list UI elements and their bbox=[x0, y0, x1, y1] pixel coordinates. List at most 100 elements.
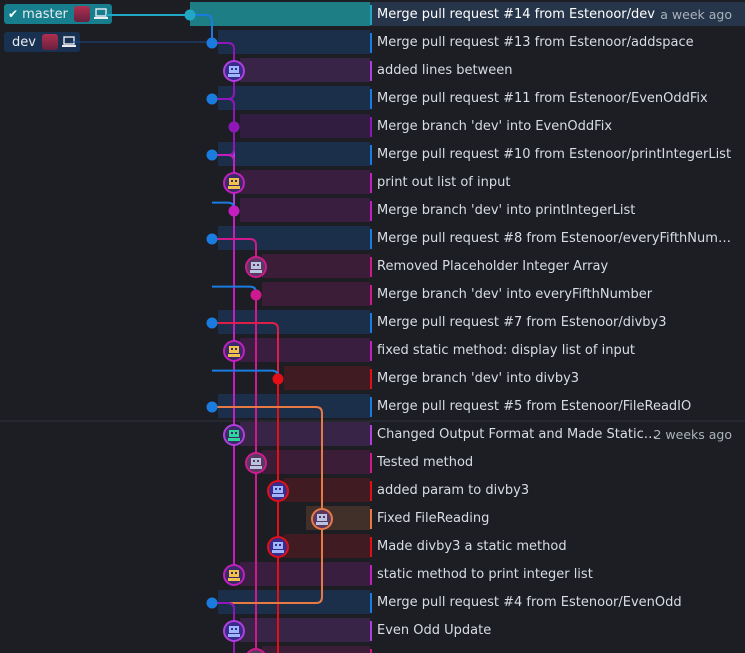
commit-message[interactable]: static method to print integer list bbox=[377, 567, 593, 582]
robot-body-icon bbox=[316, 522, 328, 525]
robot-body-icon bbox=[228, 74, 240, 77]
commit-message[interactable]: added lines between bbox=[377, 63, 513, 78]
commit-message[interactable]: Merge branch 'dev' into divby3 bbox=[377, 371, 580, 386]
commit-avatar-node bbox=[267, 536, 289, 558]
robot-eye-icon bbox=[231, 628, 233, 630]
robot-eye-icon bbox=[257, 264, 259, 266]
row-highlight-strip bbox=[240, 562, 370, 586]
row-accent-bar bbox=[370, 369, 372, 389]
row-accent-bar bbox=[370, 285, 372, 305]
robot-eye-icon bbox=[231, 432, 233, 434]
row-highlight-strip bbox=[262, 646, 370, 653]
addspace-branch-line bbox=[212, 42, 235, 71]
commit-avatar-node bbox=[223, 620, 245, 642]
robot-eye-icon bbox=[323, 516, 325, 518]
merge-node bbox=[206, 401, 218, 413]
row-accent-bar bbox=[370, 33, 372, 53]
row-highlight-strip bbox=[240, 198, 370, 222]
commit-date: 2 weeks ago bbox=[653, 427, 733, 442]
commit-avatar-node bbox=[223, 564, 245, 586]
robot-eye-icon bbox=[253, 460, 255, 462]
row-accent-bar bbox=[370, 173, 372, 193]
commit-message[interactable]: Merge pull request #4 from Estenoor/Even… bbox=[377, 595, 682, 610]
evenodd-branch-line bbox=[212, 602, 235, 631]
branch-label-column: ✔master dev bbox=[0, 0, 178, 653]
commit-message[interactable]: fixed static method: display list of inp… bbox=[377, 343, 636, 358]
robot-eye-icon bbox=[235, 180, 237, 182]
row-accent-bar bbox=[370, 229, 372, 249]
commit-message[interactable]: Tested method bbox=[377, 455, 474, 470]
commit-message[interactable]: Merge pull request #11 from Estenoor/Eve… bbox=[377, 91, 708, 106]
merge-node bbox=[206, 149, 218, 161]
robot-eye-icon bbox=[235, 432, 237, 434]
robot-body-icon bbox=[228, 438, 240, 441]
printintegerlist-branch-line bbox=[212, 154, 235, 183]
merge-node bbox=[184, 9, 196, 21]
robot-head-icon bbox=[317, 514, 327, 521]
robot-body-icon bbox=[272, 494, 284, 497]
robot-head-icon bbox=[273, 542, 283, 549]
divby3-branch-line bbox=[212, 322, 279, 379]
commit-message[interactable]: Merge branch 'dev' into EvenOddFix bbox=[377, 119, 613, 134]
commit-message[interactable]: Merge branch 'dev' into everyFifthNumber bbox=[377, 287, 653, 302]
commit-message[interactable]: Merge pull request #14 from Estenoor/dev bbox=[377, 7, 655, 22]
row-accent-bar bbox=[370, 621, 372, 641]
branch-name: dev bbox=[12, 34, 36, 50]
robot-head-icon bbox=[229, 66, 239, 73]
row-accent-bar bbox=[370, 61, 372, 81]
robot-eye-icon bbox=[235, 572, 237, 574]
row-accent-bar bbox=[370, 89, 372, 109]
branch-pill-master[interactable]: ✔master bbox=[4, 4, 112, 24]
merge-node bbox=[228, 205, 240, 217]
selected-row-background bbox=[370, 2, 745, 26]
commit-message[interactable]: Merge pull request #5 from Estenoor/File… bbox=[377, 399, 692, 414]
row-highlight-strip bbox=[218, 30, 370, 54]
commit-message[interactable] bbox=[377, 645, 737, 653]
commit-message[interactable]: Removed Placeholder Integer Array bbox=[377, 259, 609, 274]
robot-eye-icon bbox=[257, 460, 259, 462]
branch-name: master bbox=[22, 6, 68, 22]
commit-message[interactable]: added param to divby3 bbox=[377, 483, 530, 498]
commit-message[interactable]: print out list of input bbox=[377, 175, 511, 190]
row-accent-bar bbox=[370, 117, 372, 137]
row-accent-bar bbox=[370, 649, 372, 653]
commit-message[interactable]: Changed Output Format and Made Static Me… bbox=[377, 427, 657, 442]
row-highlight-strip bbox=[218, 142, 370, 166]
branch-label-row-master: ✔master bbox=[0, 0, 178, 28]
robot-head-icon bbox=[229, 626, 239, 633]
commit-message[interactable]: Merge pull request #13 from Estenoor/add… bbox=[377, 35, 694, 50]
commit-avatar-node bbox=[223, 60, 245, 82]
row-highlight-strip bbox=[190, 2, 370, 26]
merge-node bbox=[206, 37, 218, 49]
commit-avatar-node bbox=[311, 508, 333, 530]
commit-message[interactable]: Merge pull request #7 from Estenoor/divb… bbox=[377, 315, 667, 330]
commit-message[interactable]: Made divby3 a static method bbox=[377, 539, 567, 554]
commit-message[interactable]: Fixed FileReading bbox=[377, 511, 490, 526]
checkmark-icon: ✔ bbox=[8, 7, 19, 21]
commit-message[interactable]: Merge pull request #8 from Estenoor/ever… bbox=[377, 231, 737, 246]
commit-avatar-node bbox=[245, 256, 267, 278]
row-accent-bar bbox=[370, 593, 372, 613]
branch-pill-dev[interactable]: dev bbox=[4, 32, 80, 52]
robot-head-icon bbox=[229, 346, 239, 353]
row-accent-bar bbox=[370, 5, 372, 25]
commit-message[interactable]: Merge branch 'dev' into printIntegerList bbox=[377, 203, 636, 218]
row-accent-bar bbox=[370, 425, 372, 445]
commit-message[interactable]: Even Odd Update bbox=[377, 623, 492, 638]
row-accent-bar bbox=[370, 537, 372, 557]
row-highlight-strip bbox=[218, 86, 370, 110]
row-highlight-strip bbox=[240, 58, 370, 82]
commit-avatar-node bbox=[223, 424, 245, 446]
commit-message[interactable]: Merge pull request #10 from Estenoor/pri… bbox=[377, 147, 732, 162]
laptop-icon bbox=[93, 8, 108, 19]
author-avatar-icon bbox=[73, 6, 90, 22]
commit-date: a week ago bbox=[660, 7, 732, 22]
everyfifth-branch-line bbox=[212, 238, 257, 267]
robot-body-icon bbox=[228, 186, 240, 189]
row-accent-bar bbox=[370, 509, 372, 529]
robot-head-icon bbox=[229, 178, 239, 185]
row-highlight-strip bbox=[240, 338, 370, 362]
commit-avatar-node bbox=[223, 172, 245, 194]
